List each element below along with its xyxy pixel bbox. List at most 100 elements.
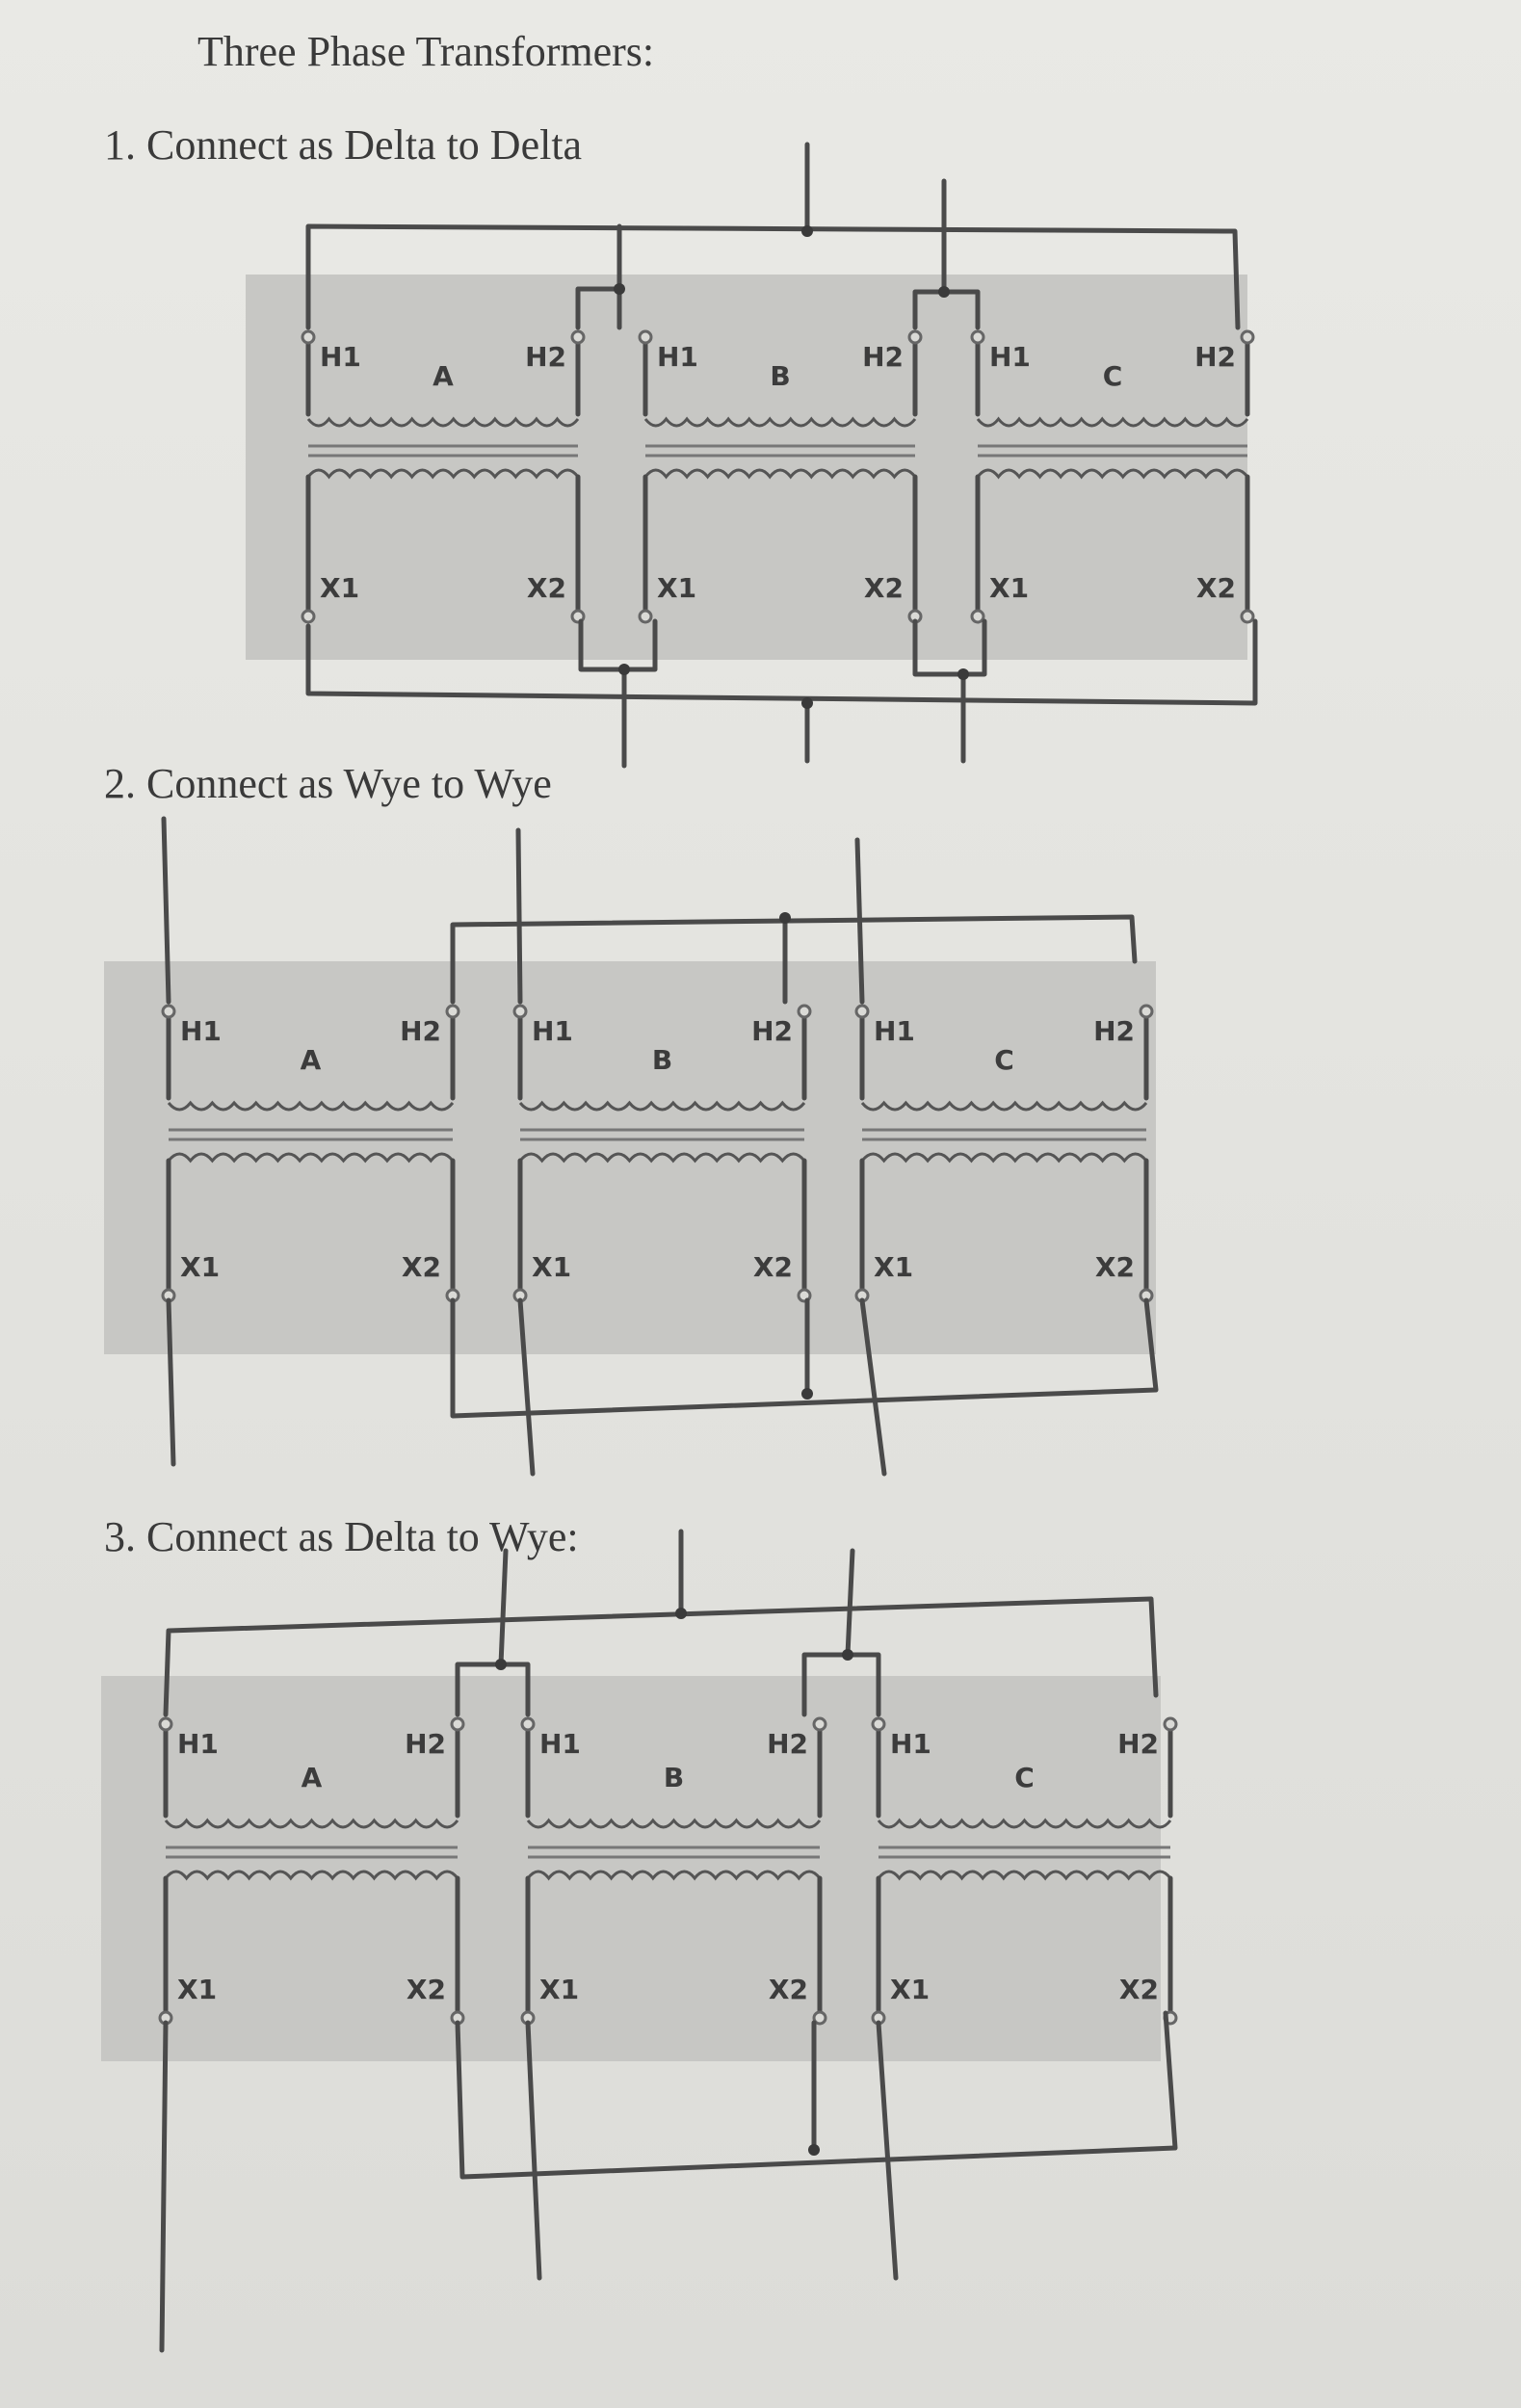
x2-label: X2: [406, 1974, 446, 2005]
secondary-leads: [975, 474, 1250, 619]
h2-label: H2: [400, 1015, 441, 1047]
h2-terminal: [445, 1004, 460, 1019]
secondary-leads: [876, 1875, 1173, 2021]
primary-leads: [163, 1721, 460, 1819]
secondary-leads: [517, 1158, 807, 1298]
h2-label: H2: [1117, 1728, 1159, 1760]
primary-coil: [877, 1818, 1172, 1829]
h2-terminal: [450, 1716, 465, 1732]
h1-label: H1: [890, 1728, 931, 1760]
x1-label: X1: [180, 1251, 220, 1283]
x2-label: X2: [402, 1251, 441, 1283]
x2-label: X2: [1095, 1251, 1135, 1283]
x1-label: X1: [539, 1974, 579, 2005]
x1-label: X1: [874, 1251, 913, 1283]
transformer-name-label: C: [1103, 360, 1123, 392]
x1-label: X1: [657, 572, 696, 604]
h2-label: H2: [1194, 341, 1236, 373]
h1-terminal: [158, 1716, 173, 1732]
h2-label: H2: [862, 341, 904, 373]
primary-leads: [859, 1008, 1149, 1101]
x1-label: X1: [890, 1974, 930, 2005]
h2-label: H2: [767, 1728, 808, 1760]
x2-terminal: [812, 2010, 827, 2026]
junction-dot: [618, 664, 630, 675]
primary-coil: [976, 416, 1249, 428]
section-3-heading: 3. Connect as Delta to Wye:: [104, 1513, 579, 1560]
h1-label: H1: [989, 341, 1031, 373]
x2-label: X2: [753, 1251, 793, 1283]
wye-secondary-wiring: [166, 1297, 1159, 1477]
h1-terminal: [638, 329, 653, 345]
x1-terminal: [638, 609, 653, 624]
h2-terminal: [1163, 1716, 1178, 1732]
primary-coil: [164, 1818, 459, 1829]
secondary-leads: [525, 1875, 823, 2021]
junction-dot: [675, 1608, 687, 1619]
x1-label: X1: [177, 1974, 217, 2005]
x2-label: X2: [1119, 1974, 1159, 2005]
h1-terminal: [520, 1716, 536, 1732]
h1-terminal: [854, 1004, 870, 1019]
primary-coil: [167, 1100, 455, 1112]
primary-leads: [642, 334, 918, 417]
h2-terminal: [1139, 1004, 1154, 1019]
h2-terminal: [570, 329, 586, 345]
junction-dot: [842, 1649, 853, 1661]
transformer-name-label: B: [664, 1762, 684, 1793]
transformer-band: [246, 275, 1247, 660]
transformer-name-label: B: [652, 1044, 672, 1076]
primary-leads: [305, 334, 581, 417]
h1-label: H1: [320, 341, 361, 373]
primary-leads: [517, 1008, 807, 1101]
x1-terminal: [301, 609, 316, 624]
junction-dot: [938, 286, 950, 298]
secondary-coil: [877, 1870, 1172, 1881]
h1-label: H1: [180, 1015, 222, 1047]
x2-label: X2: [1196, 572, 1236, 604]
transformer-name-label: A: [302, 1762, 323, 1793]
secondary-coil: [518, 1152, 806, 1164]
h2-label: H2: [405, 1728, 446, 1760]
h2-label: H2: [525, 341, 566, 373]
x2-label: X2: [527, 572, 566, 604]
primary-coil: [526, 1818, 822, 1829]
transformer-name-label: C: [994, 1044, 1014, 1076]
wye-secondary-wiring: [159, 2010, 1178, 2353]
junction-dot: [495, 1659, 507, 1670]
delta-primary-wiring: [163, 1529, 1159, 1717]
secondary-coil: [643, 468, 917, 480]
secondary-leads: [305, 474, 581, 619]
x1-label: X1: [532, 1251, 571, 1283]
transformer-name-label: A: [433, 360, 454, 392]
primary-coil: [860, 1100, 1148, 1112]
secondary-leads: [166, 1158, 456, 1298]
h1-label: H1: [532, 1015, 573, 1047]
section-2-heading: 2. Connect as Wye to Wye: [104, 760, 552, 807]
secondary-coil: [164, 1870, 459, 1881]
junction-dot: [801, 697, 813, 709]
h1-terminal: [161, 1004, 176, 1019]
secondary-coil: [526, 1870, 822, 1881]
primary-coil: [643, 416, 917, 428]
h2-terminal: [907, 329, 923, 345]
transformer-band: [101, 1676, 1161, 2061]
junction-dot: [957, 668, 969, 680]
secondary-coil: [976, 468, 1249, 480]
page-title: Three Phase Transformers:: [197, 28, 655, 75]
transformer-name-label: B: [770, 360, 790, 392]
junction-dot: [614, 283, 625, 295]
delta-secondary-wiring: [305, 618, 1258, 769]
h1-terminal: [512, 1004, 528, 1019]
section-1-heading: 1. Connect as Delta to Delta: [104, 121, 583, 169]
